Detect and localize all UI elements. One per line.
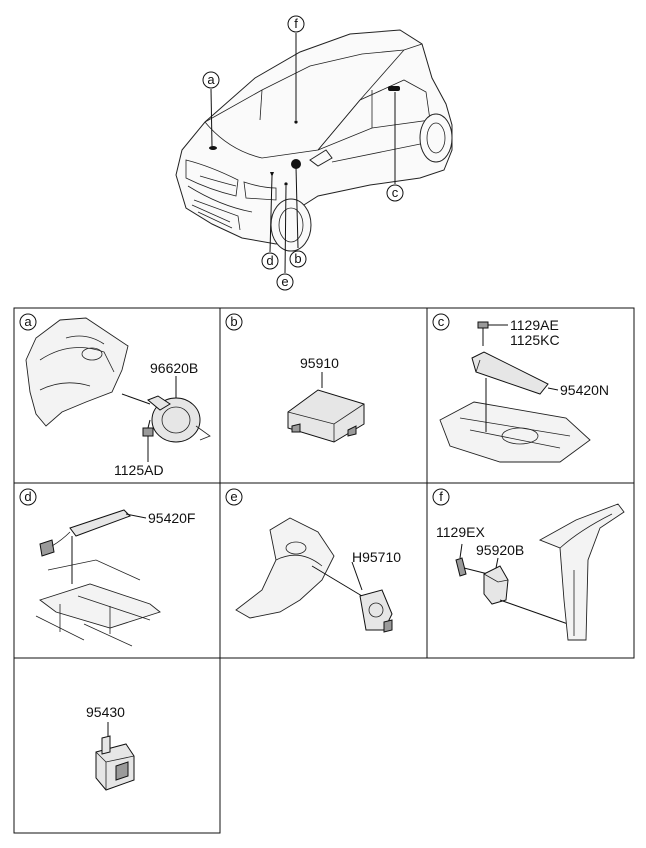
part-label-95430: 95430 [86,704,125,720]
cell-d-letter: d [24,489,31,504]
part-label-95910: 95910 [300,355,339,371]
callout-e: e [276,273,294,291]
parts-grid [13,307,635,834]
callout-c: c [386,184,404,202]
callout-a: a [202,71,220,89]
cell-c: c 1129AE 1125KC 95420N [432,313,609,463]
callout-b: b [289,250,307,268]
part-label-1129AE: 1129AE [510,317,559,333]
side-mirror [309,149,333,167]
cell-95430: 95430 [86,704,135,791]
part-label-95920B: 95920B [476,542,524,558]
part-label-95420N: 95420N [560,382,609,398]
marker-a [209,146,217,150]
floor-panel-shape [439,401,591,463]
antenna-95420N [471,351,549,395]
connector [39,539,55,557]
cell-e: e H95710 [225,488,401,633]
cell-d: d 95420F [19,488,195,647]
car-body [175,29,453,245]
callout-b-letter: b [294,251,301,266]
part-label-H95710: H95710 [352,549,401,565]
cell-a-letter: a [24,314,32,329]
callout-a-letter: a [207,72,215,87]
bolt-1125AD [142,427,154,437]
marker-e [284,182,288,186]
cell-a: a 96620B 1125AD [19,313,211,478]
cell-f-letter: f [439,489,443,504]
callout-f: f [287,15,305,33]
part-label-1129EX: 1129EX [436,524,485,540]
sensor-95920B [483,565,509,605]
front-wheel [270,198,312,252]
callout-f-letter: f [294,16,298,31]
part-label-1125KC: 1125KC [510,332,560,348]
cell-f: f 1129EX 95920B [432,488,625,641]
cell-e-letter: e [230,489,237,504]
part-label-95420F: 95420F [148,510,195,526]
cell-b: b 95910 [225,313,365,443]
antenna-95420F [69,509,131,537]
callout-e-letter: e [281,274,288,289]
front-panel-shape [25,317,129,427]
cell-c-letter: c [438,314,445,329]
rear-wheel [419,113,453,163]
marker-b [291,159,301,169]
bolt-1129AE [477,321,489,329]
car-overview: a b c d e f [175,15,453,291]
module-95910 [287,389,365,443]
bolt-1129EX [455,557,467,577]
part-label-1125AD: 1125AD [114,462,164,478]
cell-b-letter: b [230,314,237,329]
b-pillar-shape [538,503,625,641]
marker-c [388,86,400,91]
callout-c-letter: c [392,185,399,200]
part-label-96620B: 96620B [150,360,198,376]
front-panel-shape-e [235,517,335,619]
callout-d: d [261,252,279,270]
marker-f [294,120,298,124]
marker-d [270,172,274,177]
callout-d-letter: d [266,253,273,268]
seat-rail-shape [39,583,161,629]
module-95430 [95,743,135,791]
